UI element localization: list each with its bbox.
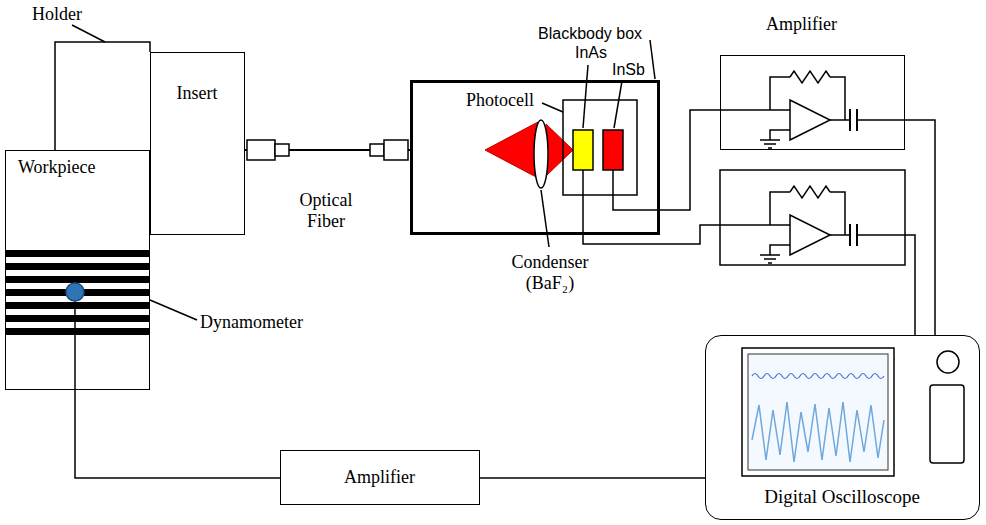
leader-line (150, 300, 197, 320)
part-label: Photocell (466, 90, 534, 111)
sensor-dot (66, 283, 84, 301)
part-label: Holder (32, 4, 82, 25)
insb-detector (603, 130, 623, 170)
condenser-lens (534, 120, 548, 188)
box-heading: Amplifier (766, 14, 837, 35)
leader-line (614, 81, 622, 128)
workpiece-box: Workpiece (5, 150, 150, 390)
signal-line (905, 120, 935, 335)
box-heading: Blackbody box (538, 25, 642, 43)
oscilloscope-box: Digital Oscilloscope (705, 335, 980, 520)
insert-box: Insert (150, 52, 245, 235)
signal-wire (613, 170, 660, 210)
part-label: Optical Fiber (290, 190, 362, 231)
part-label: Condenser (BaF₂) (498, 252, 602, 293)
photocell-outline (563, 100, 637, 195)
holder-outline (55, 42, 150, 150)
leader-line (650, 40, 655, 79)
light-cone (546, 124, 573, 176)
waveform (752, 402, 884, 462)
leader-line (583, 65, 588, 128)
leader-line (72, 25, 105, 42)
leader-line (541, 190, 549, 247)
blackbody-box: Blackbody box (410, 80, 660, 235)
dynamometer-stripes (5, 250, 150, 335)
leader-line (542, 103, 563, 112)
oscilloscope-screen (742, 348, 894, 476)
amplifier-circuit (720, 186, 905, 263)
signal-line (480, 478, 705, 479)
box-label: Workpiece (18, 157, 96, 178)
signal-line (660, 110, 720, 210)
oscilloscope-knob (937, 351, 959, 373)
signal-wire (905, 235, 915, 335)
inas-detector (573, 130, 593, 170)
fiber-connector (247, 140, 408, 160)
amplifier-box: Amplifier (720, 55, 905, 150)
part-label: Dynamometer (200, 312, 303, 333)
amplifier-box: Amplifier (280, 450, 480, 505)
waveform (752, 374, 884, 379)
light-cone (485, 122, 538, 178)
amplifier-box (720, 170, 905, 265)
part-label: InSb (612, 61, 645, 79)
oscilloscope-panel (930, 385, 964, 463)
part-label: InAs (575, 44, 607, 62)
box-label: Insert (177, 83, 218, 104)
oscilloscope-display (748, 354, 888, 470)
sensor-wire (74, 300, 76, 390)
amplifier-circuit (720, 71, 905, 148)
box-label: Amplifier (344, 467, 415, 488)
signal-line (75, 390, 280, 478)
box-label: Digital Oscilloscope (764, 486, 920, 508)
